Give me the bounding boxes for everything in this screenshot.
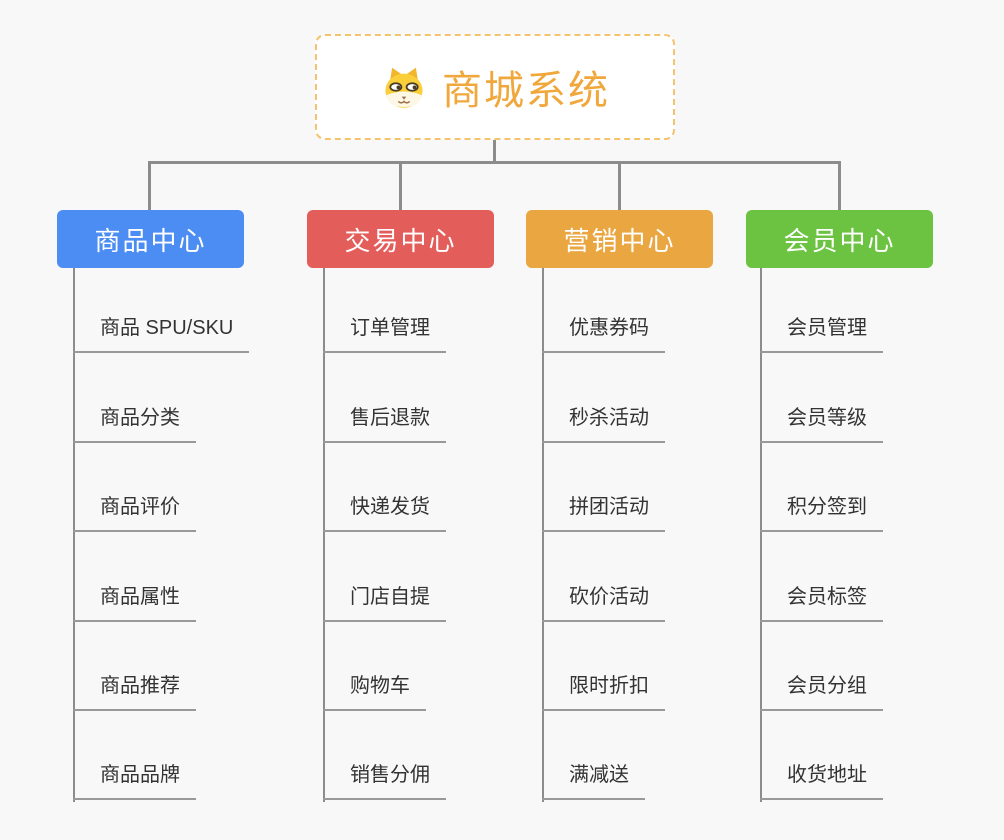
leaf-node[interactable]: 商品 SPU/SKU (73, 313, 250, 353)
leaf-node[interactable]: 优惠券码 (542, 313, 665, 353)
leaf-node[interactable]: 商品品牌 (73, 760, 196, 800)
leaf-node[interactable]: 会员分组 (760, 671, 883, 711)
leaf-node[interactable]: 商品属性 (73, 582, 196, 622)
leaf-node[interactable]: 购物车 (323, 671, 426, 711)
connector-root-stub (493, 140, 496, 164)
connector-trunk (148, 161, 841, 164)
leaf-node[interactable]: 销售分佣 (323, 760, 446, 800)
leaf-node[interactable]: 门店自提 (323, 582, 446, 622)
branch-spine-line (542, 268, 544, 802)
connector-stub (838, 161, 841, 210)
leaf-node[interactable]: 商品评价 (73, 492, 196, 532)
leaf-node[interactable]: 满减送 (542, 760, 645, 800)
leaf-node[interactable]: 拼团活动 (542, 492, 665, 532)
branch-node-marketing-center[interactable]: 营销中心 (526, 210, 713, 268)
leaf-node[interactable]: 订单管理 (323, 313, 446, 353)
branch-node-member-center[interactable]: 会员中心 (746, 210, 933, 268)
branch-spine-line (323, 268, 325, 802)
leaf-node[interactable]: 快递发货 (323, 492, 446, 532)
leaf-node[interactable]: 秒杀活动 (542, 403, 665, 443)
branch-node-trade-center[interactable]: 交易中心 (307, 210, 494, 268)
leaf-node[interactable]: 限时折扣 (542, 671, 665, 711)
leaf-node[interactable]: 积分签到 (760, 492, 883, 532)
connector-stub (618, 161, 621, 210)
leaf-node[interactable]: 售后退款 (323, 403, 446, 443)
leaf-node[interactable]: 商品分类 (73, 403, 196, 443)
leaf-node[interactable]: 会员等级 (760, 403, 883, 443)
leaf-node[interactable]: 收货地址 (760, 760, 883, 800)
dog-face-icon (380, 64, 428, 110)
leaf-node[interactable]: 商品推荐 (73, 671, 196, 711)
leaf-node[interactable]: 砍价活动 (542, 582, 665, 622)
leaf-node[interactable]: 会员标签 (760, 582, 883, 622)
connector-stub (399, 161, 402, 210)
branch-spine-line (73, 268, 75, 802)
root-title: 商城系统 (442, 69, 610, 113)
branch-node-product-center[interactable]: 商品中心 (57, 210, 244, 268)
root-node[interactable]: 商城系统 (315, 34, 675, 140)
leaf-node[interactable]: 会员管理 (760, 313, 883, 353)
branch-spine-line (760, 268, 762, 802)
connector-stub (148, 161, 151, 210)
